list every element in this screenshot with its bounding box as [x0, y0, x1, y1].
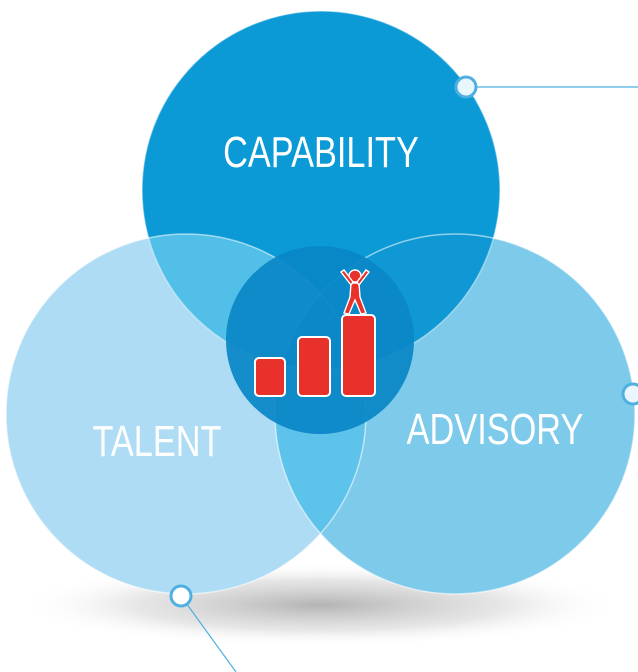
label-capability: CAPABILITY [223, 128, 419, 177]
connector-line-bottom [180, 595, 237, 672]
bar-small [254, 357, 286, 397]
label-advisory: ADVISORY [407, 405, 584, 454]
connector-dot-top [454, 75, 478, 99]
label-talent: TALENT [93, 417, 222, 466]
connector-dot-bottom [169, 584, 193, 608]
bar-tall [341, 314, 376, 397]
bar-medium [297, 336, 331, 397]
person-icon [339, 269, 371, 315]
person-on-bar-chart-icon [254, 269, 376, 397]
connector-dot-right [621, 382, 638, 406]
